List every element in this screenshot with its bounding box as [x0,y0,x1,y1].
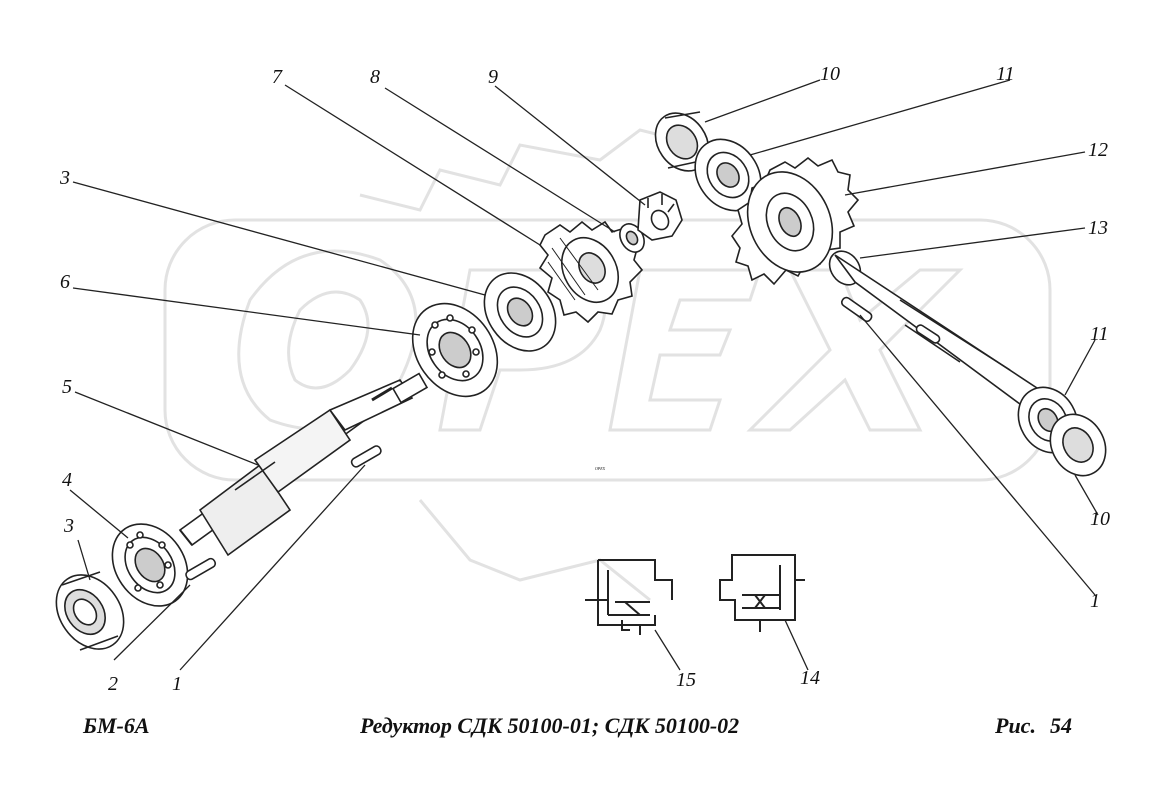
bevel-gear-7 [538,220,644,324]
watermark-logo [163,128,1052,602]
svg-text:ОРЕХ: ОРЕХ [595,466,606,471]
key-2 [185,557,217,581]
figure-number: 54 [1049,713,1072,738]
bearing-10-upper [654,111,710,172]
bevel-gear-12 [731,156,860,286]
leader-lines [69,79,1099,671]
part-labels: 3 4 5 6 3 7 8 9 10 11 12 13 11 10 1 2 1 … [59,63,1110,695]
label-part-5: 5 [62,376,72,398]
figure-reference: Рис. 54 [995,713,1072,739]
label-part-1-lower: 1 [172,673,182,695]
castle-nut-9 [637,191,683,241]
label-part-10-right: 10 [1090,508,1110,530]
label-part-1-right: 1 [1090,590,1100,612]
bearing-3-lower [55,571,125,651]
bearing-4 [111,523,189,607]
label-part-10-upper: 10 [820,63,840,85]
label-part-15: 15 [676,669,696,691]
bearing-3-upper [483,272,557,352]
key-1-upper [840,296,873,323]
label-part-8: 8 [370,66,380,88]
key-1-lower [350,445,382,468]
schematic-14 [719,554,805,632]
watermark-text: ОРЕХ [595,466,606,471]
model-name: БМ-6А [83,713,150,738]
label-part-7: 7 [272,66,283,88]
label-part-11-upper: 11 [996,63,1015,85]
schematic-15 [585,559,673,635]
label-part-14: 14 [800,667,820,689]
label-part-3-lower: 3 [63,515,74,537]
figure-label: Рис. [995,713,1036,738]
bearing-11-upper [694,138,762,212]
figure-title: Редуктор СДК 50100-01; СДК 50100-02 [360,713,740,738]
label-part-13: 13 [1088,217,1108,239]
label-part-4: 4 [62,469,72,491]
label-part-9: 9 [488,66,498,88]
label-part-11-right: 11 [1090,323,1109,345]
label-part-3-upper: 3 [59,167,70,189]
shaft-5 [178,372,429,557]
bearing-10-right [1049,413,1107,477]
label-part-2: 2 [108,673,118,695]
bearing-6 [411,302,499,398]
label-part-6: 6 [60,271,70,293]
label-part-12: 12 [1088,139,1108,161]
